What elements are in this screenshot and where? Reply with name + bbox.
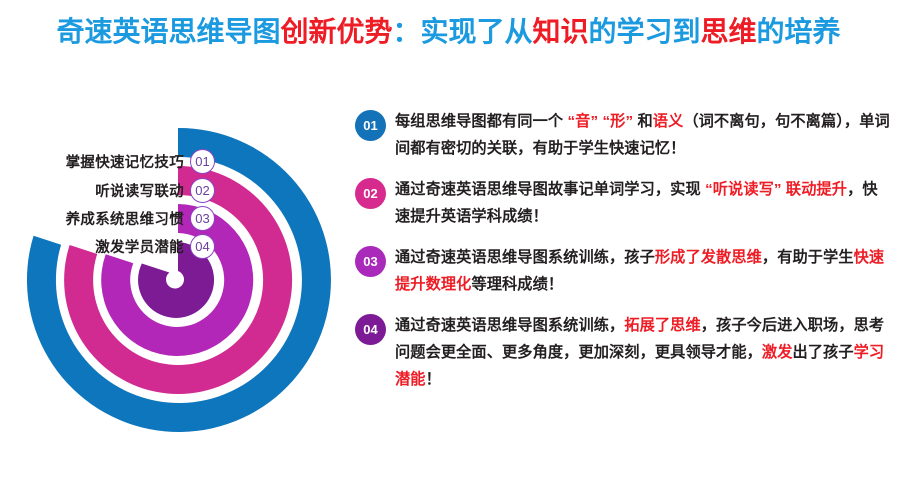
advantage-list: 01 每组思维导图都有同一个 “音” “形” 和语义（词不离句，句不离篇），单词… bbox=[355, 108, 890, 407]
item-text-run: 通过奇速英语思维导图故事记单词学习，实现 bbox=[395, 181, 706, 198]
item-text-highlight: “听说读写” 联动提升 bbox=[705, 181, 848, 198]
spiral-ring-04 bbox=[138, 242, 215, 318]
spiral-label-row-02: 听说读写联动 02 bbox=[95, 177, 215, 203]
item-text-run: 通过奇速英语思维导图系统训练，孩子 bbox=[395, 249, 655, 266]
item-text-highlight: 学习潜能 bbox=[395, 344, 885, 388]
item-badge-02: 02 bbox=[355, 178, 386, 209]
item-text-run: ！ bbox=[425, 371, 441, 388]
item-text-run: ，有助于学生 bbox=[761, 249, 854, 266]
page-title-segment: 思维 bbox=[700, 16, 757, 47]
item-text-run: ，快速提升英语学科成绩！ bbox=[395, 181, 878, 225]
item-text-highlight: 拓展了思维 bbox=[624, 317, 701, 334]
item-badge-03: 03 bbox=[355, 246, 386, 277]
item-text-highlight: 激发 bbox=[761, 344, 793, 361]
spiral-label-row-04: 激发学员潜能 04 bbox=[95, 233, 215, 259]
spiral-label-row-03: 养成系统思维习惯 03 bbox=[66, 205, 215, 231]
spiral-label-row-01: 掌握快速记忆技巧 01 bbox=[66, 148, 215, 174]
item-badge-04: 04 bbox=[355, 314, 386, 345]
item-text-run: 和 bbox=[637, 113, 653, 130]
item-text-run: （词不离句，句不离篇），单词间都有密切的关联，有助于学生快速记忆！ bbox=[395, 113, 890, 157]
item-text-highlight: “音” “形” bbox=[567, 113, 638, 130]
spiral-label-badge-02: 02 bbox=[190, 177, 215, 203]
spiral-label-text-04: 激发学员潜能 bbox=[95, 239, 184, 256]
item-text-run: 出了孩子 bbox=[792, 344, 854, 361]
item-text-02: 通过奇速英语思维导图故事记单词学习，实现 “听说读写” 联动提升，快速提升英语学… bbox=[395, 176, 890, 230]
page-title-segment: 的学习到 bbox=[588, 16, 701, 47]
item-text-run: 等理科成绩！ bbox=[471, 276, 564, 293]
item-text-01: 每组思维导图都有同一个 “音” “形” 和语义（词不离句，句不离篇），单词间都有… bbox=[395, 108, 890, 162]
list-item: 01 每组思维导图都有同一个 “音” “形” 和语义（词不离句，句不离篇），单词… bbox=[355, 108, 890, 162]
list-item: 04 通过奇速英语思维导图系统训练，拓展了思维，孩子今后进入职场，思考问题会更全… bbox=[355, 312, 890, 393]
item-text-run: 每组思维导图都有同一个 bbox=[395, 113, 568, 130]
spiral-diagram-svg bbox=[26, 127, 331, 432]
item-text-04: 通过奇速英语思维导图系统训练，拓展了思维，孩子今后进入职场，思考问题会更全面、更… bbox=[395, 312, 890, 393]
page-title-segment: 创新优势 bbox=[280, 16, 393, 47]
item-text-highlight: 快速提升数理化 bbox=[395, 249, 885, 293]
spiral-label-text-02: 听说读写联动 bbox=[95, 183, 184, 200]
page-title: 奇速英语思维导图创新优势：实现了从知识的学习到思维的培养 bbox=[0, 12, 897, 52]
page-title-segment: 知识 bbox=[532, 16, 589, 47]
list-item: 02 通过奇速英语思维导图故事记单词学习，实现 “听说读写” 联动提升，快速提升… bbox=[355, 176, 890, 230]
spiral-labels: 掌握快速记忆技巧 01 听说读写联动 02 养成系统思维习惯 03 激发学员潜能… bbox=[0, 118, 215, 278]
page-title-segment: 奇速英语思维导图 bbox=[56, 16, 281, 47]
item-text-highlight: 形成了发散思维 bbox=[654, 249, 762, 266]
item-text-run: ，孩子今后进入职场，思考问题会更全面、更多角度，更加深刻，更具领导才能， bbox=[395, 317, 885, 361]
spiral-label-text-03: 养成系统思维习惯 bbox=[65, 211, 184, 228]
list-item: 03 通过奇速英语思维导图系统训练，孩子形成了发散思维，有助于学生快速提升数理化… bbox=[355, 244, 890, 298]
spiral-ring-03 bbox=[101, 204, 254, 356]
spiral-label-badge-03: 03 bbox=[190, 205, 215, 231]
item-badge-01: 01 bbox=[355, 110, 386, 141]
item-text-highlight: 语义 bbox=[652, 113, 684, 130]
spiral-label-badge-01: 01 bbox=[190, 148, 215, 174]
item-text-03: 通过奇速英语思维导图系统训练，孩子形成了发散思维，有助于学生快速提升数理化等理科… bbox=[395, 244, 890, 298]
item-text-run: 通过奇速英语思维导图系统训练， bbox=[395, 317, 625, 334]
page-title-segment: ：实现了从 bbox=[392, 16, 533, 47]
page-title-segment: 的培养 bbox=[756, 16, 841, 47]
spiral-label-badge-04: 04 bbox=[190, 233, 215, 259]
page-title-text: 奇速英语思维导图创新优势：实现了从知识的学习到思维的培养 bbox=[56, 16, 840, 47]
spiral-label-text-01: 掌握快速记忆技巧 bbox=[65, 154, 184, 171]
spiral-diagram bbox=[8, 118, 348, 458]
